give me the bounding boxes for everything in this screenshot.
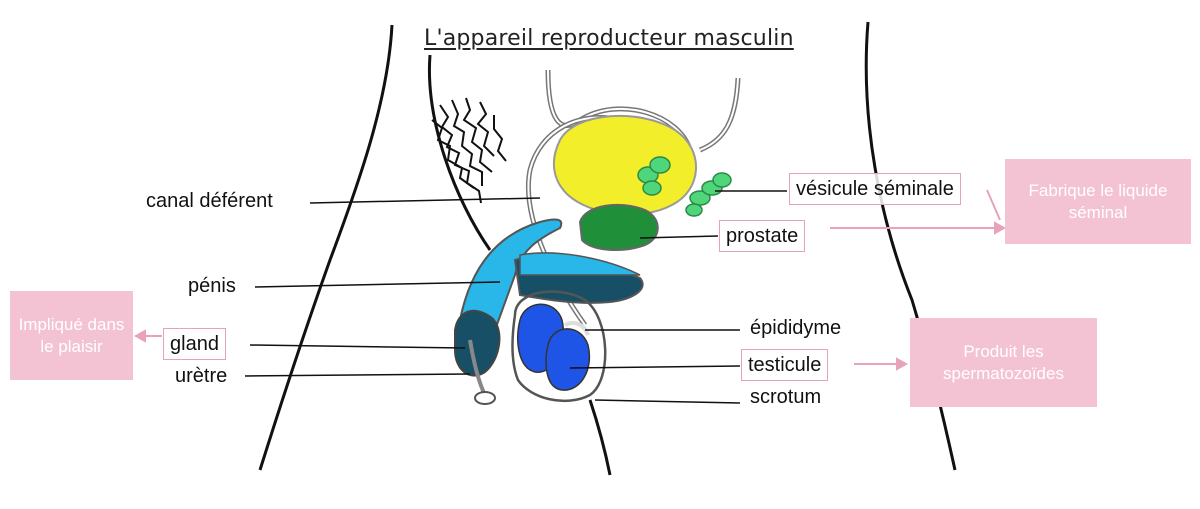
label-canal-deferent: canal déférent [146, 190, 273, 212]
label-uretre: urètre [175, 365, 228, 387]
label-epididyme: épididyme [750, 317, 842, 339]
pointer-scrotum [594, 399, 741, 404]
pointer-lines [244, 190, 787, 404]
body-outline-right [864, 21, 957, 471]
label-prostate: prostate [719, 220, 806, 252]
pointer-gland [249, 344, 466, 349]
label-penis: pénis [188, 275, 236, 297]
penis-top [519, 252, 641, 276]
label-scrotum: scrotum [750, 386, 822, 408]
arrow-vesicule-to-note [986, 189, 1001, 221]
glans-shape [454, 309, 501, 377]
pointer-prostate [639, 235, 719, 239]
label-vesicule-seminale: vésicule séminale [789, 173, 961, 205]
vas-deferens-right-inner [699, 77, 739, 151]
note-liquide-seminal: Fabrique le liquide séminal [1005, 159, 1191, 244]
epididymis-shape [564, 321, 590, 336]
note-spermatozoides: Produit les spermatozoïdes [910, 318, 1097, 407]
label-gland: gland [163, 328, 226, 360]
inner-thigh-line-right [588, 399, 612, 476]
body-outline-left [258, 24, 394, 471]
pubic-hair [431, 97, 507, 204]
arrow-head-gland [133, 329, 146, 343]
testicle-shape-front [545, 328, 591, 391]
diagram-title: L'appareil reproducteur masculin [424, 26, 794, 51]
inner-thigh-line [427, 54, 492, 251]
pointer-testicule [569, 365, 741, 369]
pointer-canal-deferent [309, 197, 541, 204]
scrotum-outline [511, 290, 607, 403]
arrow-head-prostate [994, 221, 1007, 235]
seminal-vesicle-shape [552, 114, 698, 216]
pointer-penis [254, 281, 501, 288]
seminal-gland-shape [637, 156, 732, 217]
prostate-shape [578, 203, 659, 251]
pointer-uretre [244, 373, 471, 377]
arrow-head-testicule [896, 357, 909, 371]
note-plaisir: Impliqué dans le plaisir [10, 291, 133, 380]
pink-arrows [133, 189, 1007, 371]
urethra-opening [474, 391, 496, 405]
label-testicule: testicule [741, 349, 829, 381]
